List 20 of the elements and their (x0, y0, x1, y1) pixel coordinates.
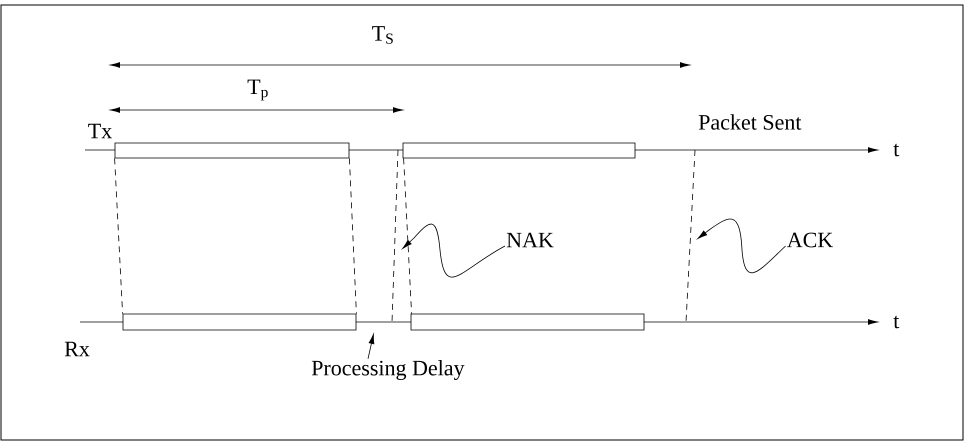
callout-text: ACK (787, 232, 833, 248)
label: Tx (88, 124, 112, 138)
label: Packet Sent (698, 114, 802, 130)
leader-arrow (368, 334, 374, 360)
propagation-line (349, 158, 357, 314)
propagation-line (403, 158, 412, 314)
label: T$_{S}$ (372, 26, 393, 44)
packet-bar (410, 314, 644, 330)
leader-arrow (402, 224, 506, 278)
callout-text: Processing Delay (312, 360, 464, 380)
packet-bar (402, 142, 636, 158)
packet-bar (122, 314, 356, 330)
propagation-line (114, 158, 123, 314)
label: t (893, 316, 900, 328)
packet-bar (114, 142, 350, 158)
callout-text: NAK (506, 232, 554, 248)
label: T$_{p}$ (248, 80, 268, 100)
label: t (893, 144, 900, 156)
label: Rx (64, 342, 90, 356)
leader-arrow (698, 218, 786, 274)
